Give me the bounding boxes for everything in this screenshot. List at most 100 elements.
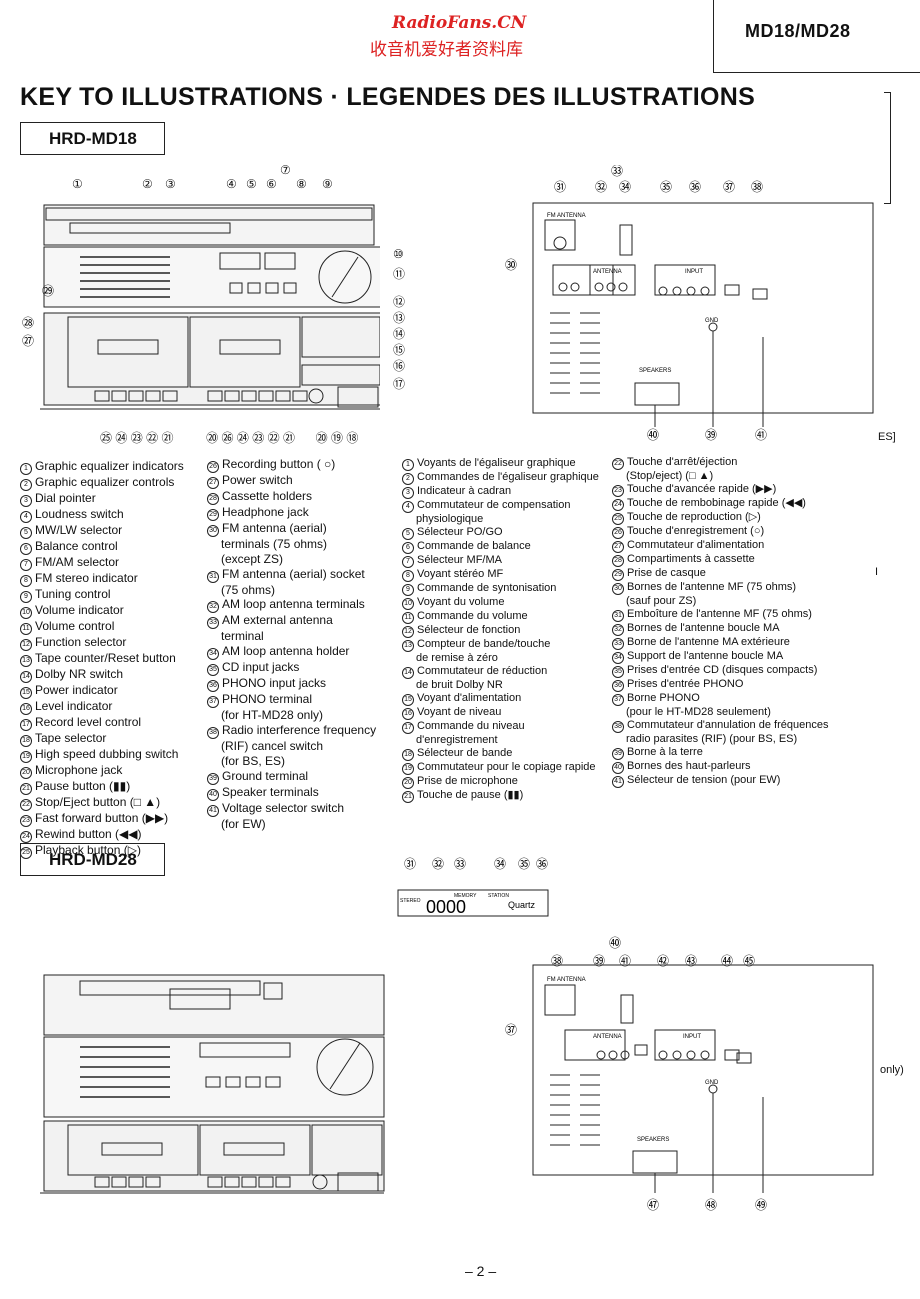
- legend-item-number: 21: [20, 783, 32, 795]
- legend-item-number: 40: [612, 761, 624, 774]
- callout-8: ⑧: [296, 177, 307, 191]
- callout-37b: ㊲: [505, 1023, 517, 1037]
- callout-24: ㉔: [115, 431, 128, 445]
- legend-item-text: Voyant d'alimentation: [417, 691, 522, 704]
- legend-item-text: Graphic equalizer indicators: [35, 459, 184, 473]
- legend-item-text: Speaker terminals: [222, 784, 319, 799]
- callout-17: ⑰: [393, 377, 406, 391]
- callout-41b: ㊶: [619, 954, 631, 968]
- legend-item: terminal: [207, 629, 397, 644]
- callout-45: ㊺: [743, 954, 755, 968]
- callout-40b: ㊵: [609, 936, 621, 950]
- legend-item-number: 13: [402, 639, 414, 652]
- page-title: KEY TO ILLUSTRATIONS · LEGENDES DES ILLU…: [20, 83, 756, 111]
- legend-item-number: 13: [20, 655, 32, 667]
- legend-item-number: 39: [207, 772, 219, 785]
- callout-22b: ㉒: [267, 431, 280, 445]
- legend-item-number: 19: [20, 751, 32, 763]
- callout-d35: ㉟: [518, 857, 530, 871]
- legend-item-text: Commutateur de réduction: [417, 664, 548, 677]
- legend-item-text: Commutateur de compensation: [417, 499, 571, 511]
- legend-item-number: 25: [612, 512, 624, 525]
- legend-item-number: 34: [612, 651, 624, 664]
- legend-item-number: 40: [207, 788, 219, 801]
- legend-item-number: 31: [207, 570, 219, 583]
- legend-item-text: Compartiments à cassette: [627, 552, 755, 565]
- display-digits: 0000: [426, 897, 466, 917]
- legend-item-number: 34: [207, 648, 219, 661]
- legend-item-number: 35: [612, 665, 624, 678]
- callout-3: ③: [165, 177, 176, 191]
- legend-item-number: 10: [402, 597, 414, 610]
- legend-item-text: Volume indicator: [35, 603, 124, 617]
- legend-item-text: Voltage selector switch: [222, 800, 345, 815]
- legend-item-number: 18: [20, 735, 32, 747]
- rear-label-input: INPUT: [685, 269, 703, 275]
- legend-item-text: FM antenna (aerial) socket: [222, 566, 365, 581]
- legend-item: de remise à zéro: [402, 652, 612, 665]
- legend-item-number: 22: [612, 458, 624, 470]
- legend-item-number: 27: [207, 477, 219, 489]
- legend-item-text: Touche de reproduction (▷): [627, 510, 761, 523]
- callout-23b: ㉓: [252, 431, 265, 445]
- callout-30: ㉚: [505, 258, 517, 272]
- callout-31: ㉛: [554, 180, 566, 194]
- callout-39b: ㊴: [593, 954, 605, 968]
- rear2-label-gnd: GND: [705, 1080, 719, 1086]
- section-label-md18: HRD-MD18: [20, 122, 165, 155]
- legend-item-number: 7: [402, 555, 414, 568]
- legend-item-number: 11: [402, 611, 414, 624]
- callout-43: ㊸: [685, 954, 697, 968]
- rear-label-antenna: ANTENNA: [593, 269, 622, 275]
- legend-item-text: Microphone jack: [35, 763, 123, 777]
- legend-item-number: 27: [612, 540, 624, 553]
- md28-front-illustration: [40, 974, 385, 1194]
- legend-item-number: 20: [20, 767, 32, 779]
- callout-27: ㉗: [22, 334, 34, 348]
- legend-item-text: Headphone jack: [222, 505, 309, 519]
- legend-item-number: 36: [612, 679, 624, 692]
- legend-item-number: 29: [207, 509, 219, 521]
- legend-item-text: terminal: [221, 629, 264, 644]
- legend-item-number: 21: [402, 790, 414, 803]
- legend-item-number: 16: [20, 703, 32, 715]
- legend-item-number: 28: [612, 554, 624, 567]
- callout-44: ㊹: [721, 954, 733, 968]
- legend-item-text: Commutateur d'annulation de fréquences: [627, 718, 829, 731]
- callout-12: ⑫: [393, 295, 406, 309]
- legend-item-text: physiologique: [416, 513, 484, 525]
- legend-item-number: 1: [20, 463, 32, 475]
- legend-item-text: Cassette holders: [222, 489, 313, 503]
- callout-49: ㊾: [755, 1198, 767, 1212]
- legend-item-number: 36: [207, 680, 219, 693]
- legend-item-text: Indicateur à cadran: [417, 485, 512, 497]
- callout-13: ⑬: [393, 311, 406, 325]
- legend-item-text: Touche d'enregistrement (○): [627, 524, 765, 537]
- legend-item-text: (for EW): [221, 816, 266, 831]
- legend-item: terminals (75 ohms): [207, 537, 397, 552]
- callout-11: ⑪: [393, 267, 406, 281]
- legend-item-number: 14: [20, 671, 32, 683]
